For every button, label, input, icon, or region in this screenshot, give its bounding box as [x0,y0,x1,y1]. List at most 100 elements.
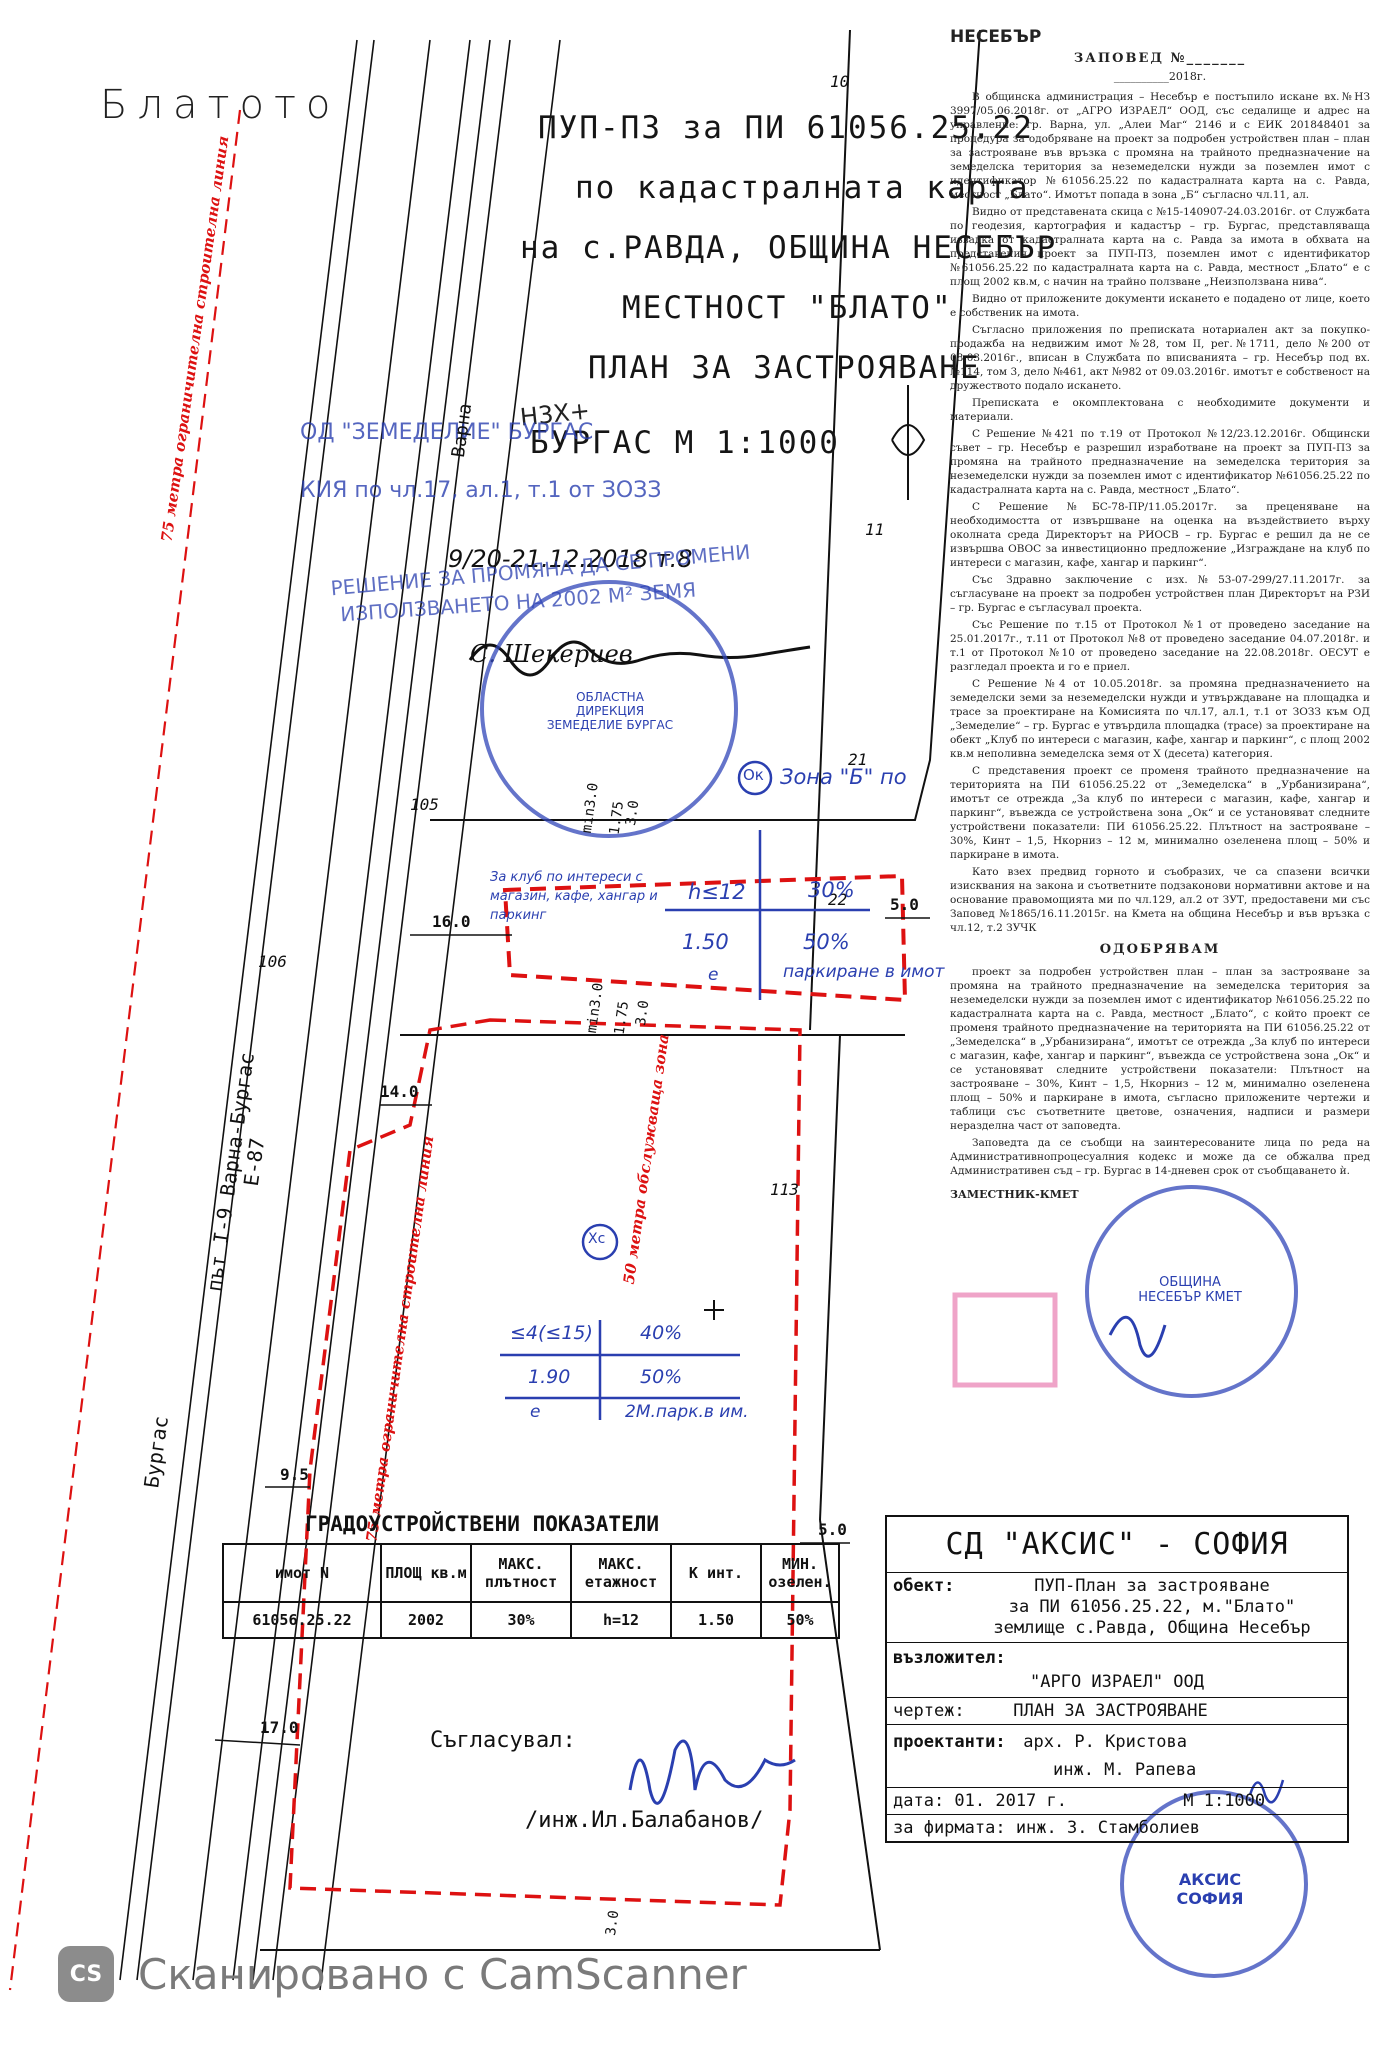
zone-ok-parking: паркиране в имот [783,962,945,982]
dimension-label: 14.0 [380,1082,419,1101]
order-paragraph: Преписката е окомплектована с необходими… [950,397,1370,423]
client-row: възложител: "АРГО ИЗРАЕЛ" ООД [887,1642,1347,1697]
zone-ok-purpose: За клуб по интереси с магазин, кафе, хан… [490,870,658,923]
order-title: ЗАПОВЕД №_______ [1073,51,1247,66]
zone-circle-hs [581,1223,619,1261]
drawing-row: чертеж: ПЛАН ЗА ЗАСТРОЯВАНЕ [887,1697,1347,1724]
municipal-round-stamp [1085,1185,1298,1398]
zone-circle-ok [737,760,773,796]
municipal-order: НЕСЕБЪР ЗАПОВЕД №_______ __________2018г… [950,27,1370,1202]
table-header-row: имот N ПЛОЩ кв.м МАКС. плътност МАКС. ет… [222,1543,840,1603]
object-row: обект: ПУП-План за застрояване за ПИ 610… [887,1572,1347,1642]
zone-hs-e: е [530,1402,541,1422]
municipal-stamp-text: ОБЩИНА НЕСЕБЪР КМЕТ [1138,1275,1242,1305]
pink-stamp [952,1292,1058,1388]
plot-number: 10 [830,72,850,91]
order-notice: Заповедта да се съобщи на заинтересовани… [950,1137,1370,1177]
table-cell: 2002 [380,1601,472,1639]
order-deputy: ЗАМЕСТНИК-КМЕТ [950,1188,1079,1201]
plot-number: 105 [410,795,439,814]
table-cell: 1.50 [670,1601,762,1639]
table-header-cell: имот N [222,1543,382,1603]
designer-1: арх. Р. Кристова [1023,1732,1188,1752]
road-lines [119,39,561,1991]
dimension-label: 17.0 [260,1718,299,1737]
scale-label: М 1:1000 [1183,1791,1266,1811]
header-line-5: ПЛАН ЗА ЗАСТРОЯВАНЕ [588,350,981,386]
indicators-table: имот N ПЛОЩ кв.м МАКС. плътност МАКС. ет… [222,1543,840,1639]
order-paragraph: С Решение №БС-78-ПР/11.05.2017г. за прец… [950,501,1370,569]
signature-designer [1248,1779,1285,1804]
zone-hs-density: 40% [640,1322,683,1344]
plot-number: 106 [258,952,287,971]
zone-b-label: Зона "Б" по [780,765,907,789]
zone-hs-parking: 2М.парк.в им. [625,1402,749,1422]
table-header-cell: МАКС. плътност [470,1543,572,1603]
header-line-4: МЕСТНОСТ "БЛАТО" [622,290,953,326]
north-arrow [891,385,926,500]
table-header-cell: МАКС. етажност [570,1543,672,1603]
zone-ok-green: 50% [803,930,850,954]
order-paragraph: Съгласно приложения по преписката нотари… [950,324,1370,392]
plot-number: 11 [865,520,885,539]
drawing-label: чертеж: [893,1701,965,1721]
table-row: 61056.25.22 2002 30% h=12 1.50 50% [222,1601,840,1639]
header-line-2: по кадастралната карта [575,170,1030,206]
dimension-label: 9.5 [280,1465,309,1484]
plot-number: 22 [828,890,848,909]
building-zone-upper [502,873,908,1003]
approval-label: Съгласувал: [430,1728,576,1753]
order-paragraph: Като взех предвид горното и съобразих, ч… [950,866,1370,934]
object-line-1: ПУП-План за застрояване [1034,1576,1270,1596]
zone-hs-green: 50% [640,1366,683,1388]
dimension-label: 16.0 [432,912,471,931]
order-approve-text: проект за подробен устройствен план – пл… [950,966,1370,1132]
zone-hs-kint: 1.90 [528,1366,571,1388]
zone-ok-e: е [708,965,719,985]
designers-row: проектанти: арх. Р. Кристова инж. М. Рап… [887,1724,1347,1787]
table-cell: 30% [470,1601,572,1639]
order-approve-title: ОДОБРЯВАМ [1099,942,1221,957]
date-row: дата: 01. 2017 г. М 1:1000 [887,1787,1347,1814]
table-header-cell: К инт. [670,1543,762,1603]
table-header-cell: МИН. озелен. [760,1543,840,1603]
title-block: СД "АКСИС" - СОФИЯ обект: ПУП-План за за… [885,1515,1349,1843]
plot-number: 21 [848,750,868,769]
order-paragraph: С Решение №421 по т.19 от Протокол №12/2… [950,428,1370,496]
order-paragraph: Със Здравно заключение с изх.№53-07-299/… [950,574,1370,614]
zone-upper-grid [665,830,870,1000]
table-cell: 50% [760,1601,840,1639]
axis-round-stamp [1120,1790,1308,1978]
table-header-cell: ПЛОЩ кв.м [380,1543,472,1603]
firm-row: за фирмата: инж. З. Стамболиев [887,1814,1347,1841]
order-date: __________2018г. [1113,70,1207,83]
company-name: СД "АКСИС" - СОФИЯ [945,1527,1289,1562]
order-paragraph: Видно от приложените документи искането … [950,293,1370,319]
zone-ok-kint: 1.50 [682,930,729,954]
order-paragraph: С Решение №4 от 10.05.2018г. за промяна … [950,678,1370,760]
order-paragraph: Със Решение по т.15 от Протокол №1 от пр… [950,619,1370,673]
table-cell: 61056.25.22 [222,1601,382,1639]
dimension-label: 5.0 [890,895,919,914]
designer-2: инж. М. Рапева [1053,1760,1197,1780]
table-cell: h=12 [570,1601,672,1639]
header-line-1: ПУП-ПЗ за ПИ 61056.25.22 [538,110,1034,146]
date-label: дата: 01. 2017 г. [893,1791,1067,1811]
place-name: Блатото [100,82,341,128]
object-line-2: за ПИ 61056.25.22, м."Блато" [1008,1597,1296,1617]
order-paragraph: В общинска администрация – Несебър е пос… [950,91,1370,201]
zone-hs-code: Хс [588,1231,606,1247]
header-scale: БУРГАС М 1:1000 [530,425,840,461]
limit-line-left [8,109,242,1991]
zone-ok-code: Ок [743,766,764,784]
camscanner-text: Сканировано с CamScanner [138,1949,747,1999]
client-label: възложител: [893,1648,1006,1668]
zone-ok-height: h≤12 [688,880,746,904]
stamp-decision: 9/20-21.12.2018 т.8 [448,545,693,573]
order-town: НЕСЕБЪР [950,27,1042,47]
signature-balabanov [628,1739,796,1805]
order-paragraph: Видно от представената скица с №15-14090… [950,206,1370,288]
object-line-3: землище с.Равда, Община Несебър [993,1618,1311,1638]
client-name: "АРГО ИЗРАЕЛ" ООД [1030,1672,1204,1692]
